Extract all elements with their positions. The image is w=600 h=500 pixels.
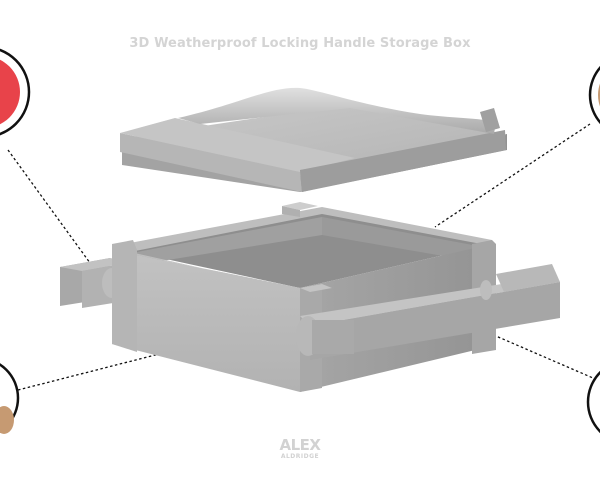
callout-top-left	[0, 48, 31, 136]
leader-line-top-right	[434, 123, 591, 228]
leader-line-bottom-left	[17, 339, 215, 391]
alex-aldridge-logo: ALEX ALDRIDGE	[270, 438, 330, 461]
logo-main-text: ALEX	[279, 436, 321, 454]
right-handle	[296, 264, 560, 360]
box	[60, 202, 560, 392]
callout-bottom-right	[586, 370, 600, 434]
callout-top-right	[588, 65, 600, 125]
page-title: 3D Weatherproof Locking Handle Storage B…	[129, 36, 471, 51]
callout-bottom-left	[0, 363, 20, 434]
lid	[120, 87, 507, 192]
logo-sub-text: ALDRIDGE	[280, 453, 320, 460]
